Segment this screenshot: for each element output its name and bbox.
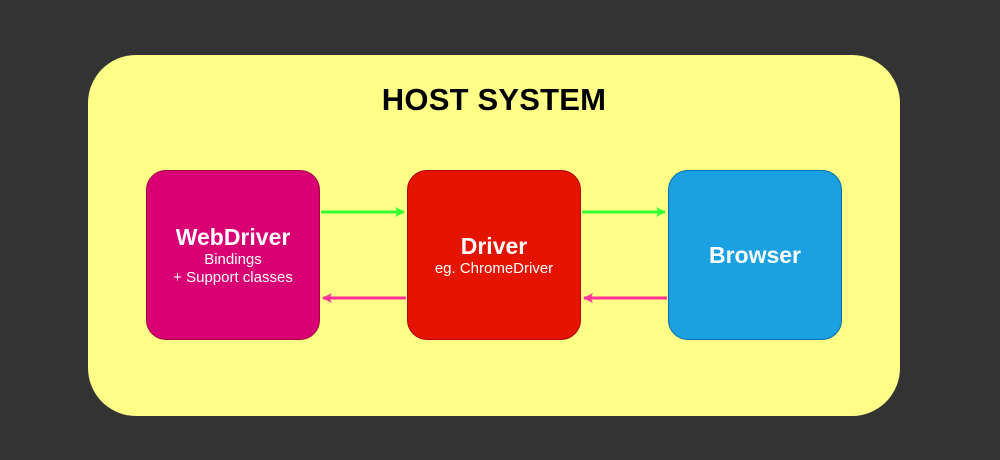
webdriver-subtitle-line1: Bindings xyxy=(204,250,262,268)
webdriver-subtitle-line2: + Support classes xyxy=(173,268,293,286)
browser-node[interactable]: Browser xyxy=(668,170,842,340)
webdriver-node[interactable]: WebDriver Bindings + Support classes xyxy=(146,170,320,340)
host-system-title: HOST SYSTEM xyxy=(381,82,607,117)
browser-title: Browser xyxy=(708,241,802,268)
driver-node[interactable]: Driver eg. ChromeDriver xyxy=(407,170,581,340)
driver-title: Driver xyxy=(460,232,528,259)
driver-subtitle: eg. ChromeDriver xyxy=(434,259,554,277)
host-system-container: HOST SYSTEM WebDriver Bindings + Support… xyxy=(88,55,900,416)
webdriver-title: WebDriver xyxy=(175,223,291,250)
